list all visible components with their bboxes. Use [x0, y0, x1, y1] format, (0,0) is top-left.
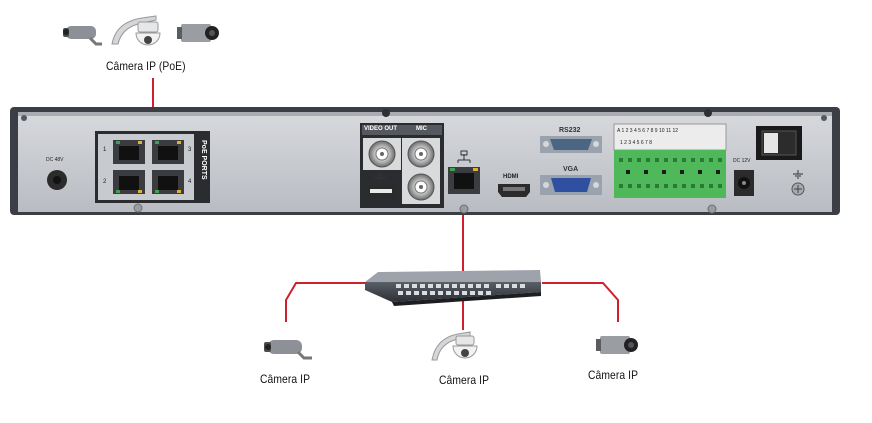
- rj45-port-icon: [113, 170, 145, 194]
- poe-ports-label: PoE PORTS: [200, 140, 207, 180]
- screw-icon: [382, 109, 390, 117]
- hdmi-port-icon: [498, 184, 530, 197]
- dome-camera-icon: [111, 15, 161, 46]
- screw-icon: [704, 109, 712, 117]
- alarm-bottom-label: 1 2 3 4 5 6 7 8: [620, 140, 652, 146]
- network-switch-icon: [365, 270, 541, 306]
- box-camera-icon: [177, 24, 219, 42]
- switch-left-camera-line: [285, 282, 365, 322]
- vga-label: VGA: [563, 166, 579, 173]
- bnc-connector-icon: [402, 170, 440, 204]
- port-number-3: 3: [188, 147, 192, 153]
- camera-center-label: Câmera IP: [439, 373, 490, 387]
- camera-left-label: Câmera IP: [260, 372, 311, 386]
- poe-cameras-label: Câmera IP (PoE): [106, 59, 186, 73]
- ground-terminal-icon: [791, 170, 805, 196]
- camera-right-label: Câmera IP: [588, 368, 639, 382]
- bullet-camera-icon: [264, 340, 312, 360]
- rj45-port-icon: [113, 140, 145, 164]
- rj45-port-icon: [152, 170, 184, 194]
- port-number-1: 1: [103, 147, 107, 153]
- mic-label: MIC: [416, 126, 427, 132]
- hdmi-label: HDMI: [503, 174, 519, 180]
- dc-power-jack-icon: [734, 170, 754, 196]
- rs232-port-icon: [540, 136, 602, 153]
- usb-port-icon: [367, 172, 395, 198]
- rj45-port-icon: [152, 140, 184, 164]
- vga-port-icon: [540, 175, 602, 195]
- rs232-label: RS232: [559, 127, 581, 134]
- alarm-top-label: A 1 2 3 4 5 6 7 8 9 10 11 12: [617, 128, 679, 134]
- screw-icon: [459, 204, 469, 214]
- nvr-rear-panel: [10, 107, 840, 215]
- box-camera-icon: [596, 336, 638, 354]
- alarm-terminal-block: [613, 123, 727, 198]
- dome-camera-icon: [431, 331, 478, 361]
- screw-icon: [821, 115, 827, 121]
- port-number-2: 2: [103, 179, 107, 185]
- port-number-4: 4: [188, 179, 192, 185]
- screw-icon: [21, 115, 27, 121]
- network-port-icon: [448, 150, 480, 194]
- power-switch-icon: [756, 126, 802, 160]
- dc-in-right-label: DC 12V: [733, 158, 751, 164]
- bnc-connector-icon: [402, 138, 440, 170]
- bullet-camera-icon: [63, 26, 102, 46]
- bnc-connector-icon: [363, 138, 401, 170]
- switch-right-camera-line: [542, 282, 619, 322]
- dc-in-left-label: DC 48V: [46, 157, 64, 163]
- screw-icon: [133, 203, 143, 213]
- video-out-label: VIDEO OUT: [364, 126, 398, 132]
- screw-icon: [707, 204, 717, 214]
